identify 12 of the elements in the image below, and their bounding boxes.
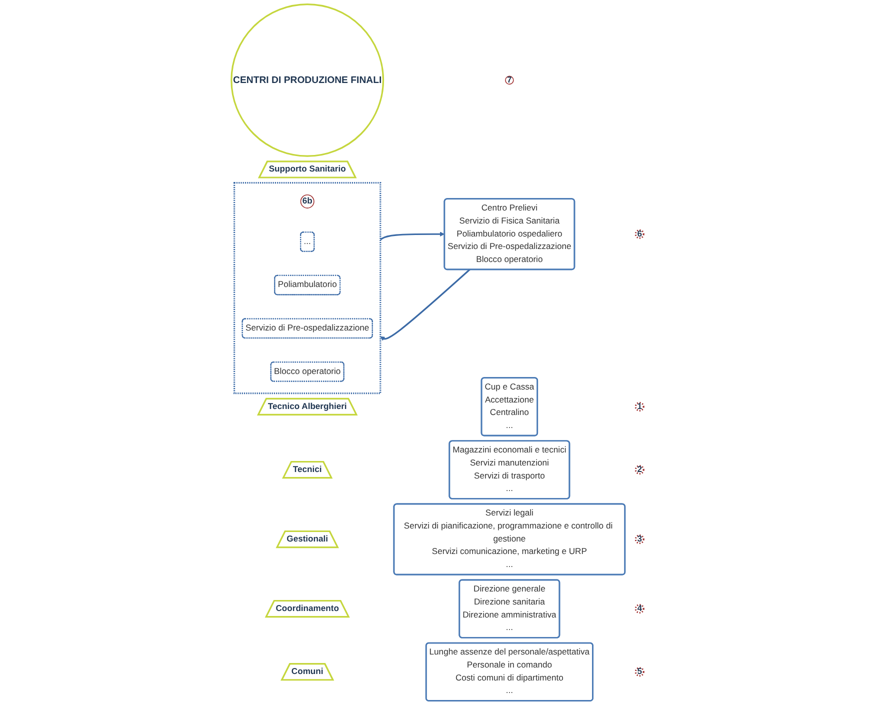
node-circle: 4 [634, 604, 644, 614]
node-circle: 5 [634, 667, 644, 677]
arrow [380, 232, 445, 240]
cluster [234, 182, 382, 394]
node-circle: 3 [634, 534, 644, 544]
node-circle: 6b [300, 194, 314, 208]
node-circle: 1 [634, 402, 644, 412]
node-circle: CENTRI DI PRODUZIONE FINALI [230, 3, 384, 157]
node-circle: 2 [634, 464, 644, 475]
arrow [380, 268, 470, 341]
node-circle: 7 [505, 76, 514, 85]
node-circle: 6 [634, 229, 644, 239]
